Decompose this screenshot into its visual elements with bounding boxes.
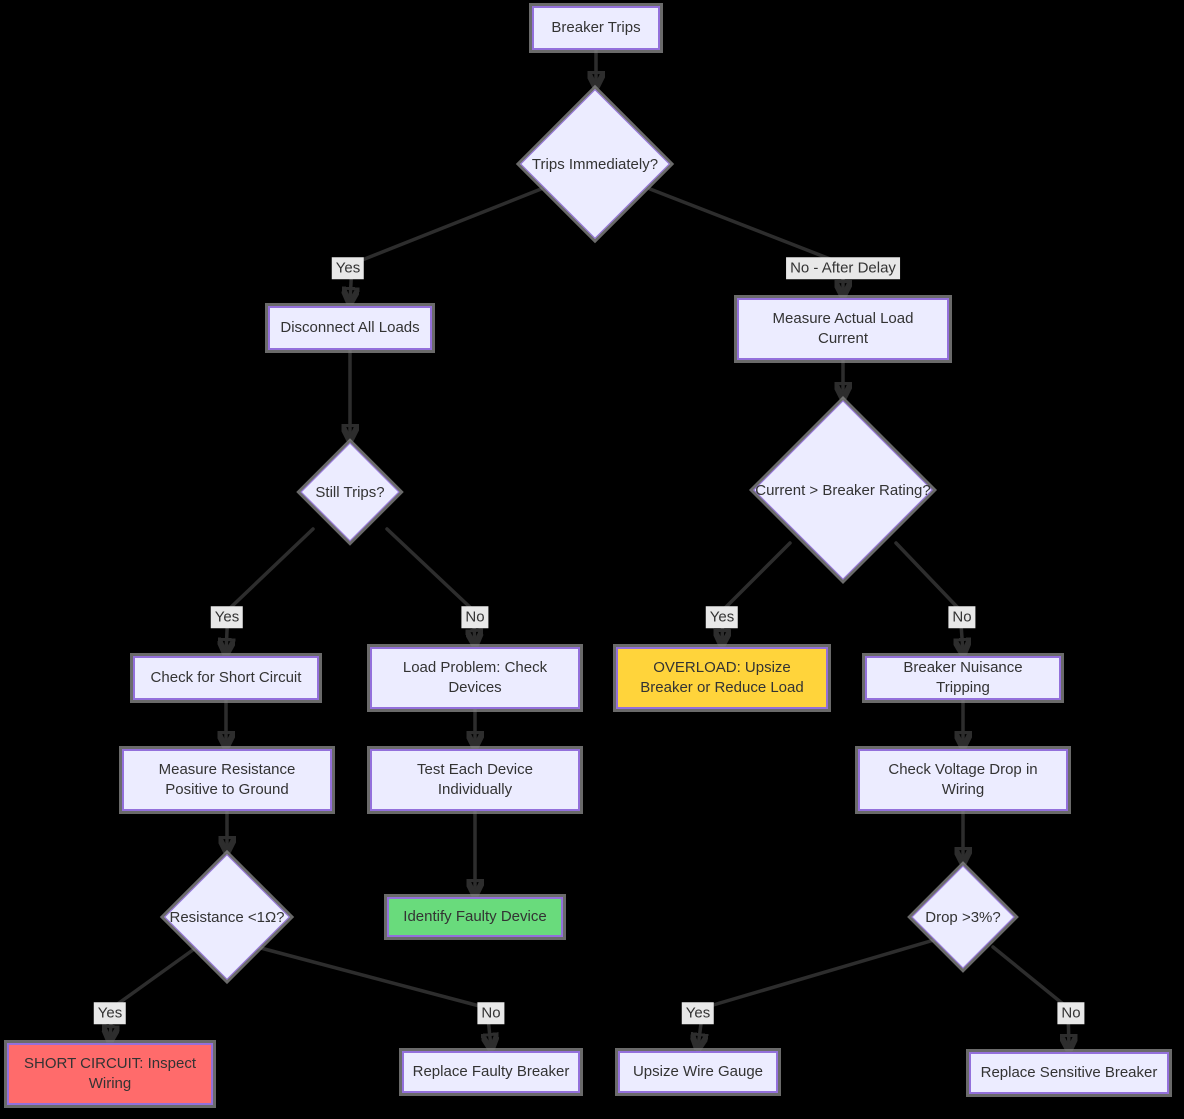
node-short-circuit-inspect-wiring: SHORT CIRCUIT: Inspect Wiring [7,1043,213,1105]
edge-trips-yes [350,187,543,301]
node-label: Identify Faulty Device [403,907,547,925]
node-current-greater-than-breaker-rating: Current > Breaker Rating? [753,400,933,580]
edge-label-resistance-yes: Yes [93,1002,127,1024]
node-upsize-wire-gauge: Upsize Wire Gauge [618,1051,778,1093]
node-overload-upsize-breaker: OVERLOAD: Upsize Breaker or Reduce Load [616,647,828,709]
edge-label-still-no: No [461,606,489,628]
edge-drop-yes [698,938,936,1047]
node-test-each-device-individually: Test Each Device Individually [370,749,580,811]
node-check-for-short-circuit: Check for Short Circuit [133,656,319,700]
edge-label-trips-yes: Yes [331,257,365,279]
edge-still-yes [226,527,315,652]
node-label: Replace Faulty Breaker [412,1062,570,1080]
node-label: OVERLOAD: Upsize Breaker or Reduce Load [640,658,804,696]
node-label: Test Each Device Individually [417,760,533,798]
node-replace-faulty-breaker: Replace Faulty Breaker [402,1051,580,1093]
edge-label-drop-yes: Yes [681,1002,715,1024]
node-label: Breaker Trips [551,18,641,36]
node-breaker-nuisance-tripping: Breaker Nuisance Tripping [865,656,1061,700]
node-resistance-less-than-1-ohm: Resistance <1Ω? [164,854,290,980]
edge-label-rating-yes: Yes [705,606,739,628]
node-breaker-trips: Breaker Trips [532,6,660,50]
node-label: Current > Breaker Rating? [755,481,931,499]
edge-label-drop-no: No [1057,1002,1085,1024]
node-label: Measure Actual Load Current [772,309,914,347]
edge-label-rating-no: No [948,606,976,628]
node-measure-actual-load-current: Measure Actual Load Current [737,298,949,360]
node-replace-sensitive-breaker: Replace Sensitive Breaker [969,1052,1169,1094]
edge-label-resistance-no: No [477,1002,505,1024]
node-label: Replace Sensitive Breaker [980,1063,1158,1081]
node-disconnect-all-loads: Disconnect All Loads [268,306,432,350]
node-check-voltage-drop-in-wiring: Check Voltage Drop in Wiring [858,749,1068,811]
node-label: Upsize Wire Gauge [632,1062,764,1080]
edge-resistance-no [255,945,491,1047]
node-label: Check Voltage Drop in Wiring [888,760,1038,798]
node-label: SHORT CIRCUIT: Inspect Wiring [24,1054,196,1092]
node-label: Check for Short Circuit [150,668,302,686]
node-label: Trips Immediately? [531,155,659,173]
edge-label-still-yes: Yes [210,606,244,628]
node-load-problem-check-devices: Load Problem: Check Devices [370,647,580,709]
node-trips-immediately: Trips Immediately? [520,89,670,239]
node-label: Breaker Nuisance Tripping [903,658,1023,696]
node-label: Load Problem: Check Devices [402,658,548,696]
node-measure-resistance-positive-to-ground: Measure Resistance Positive to Ground [122,749,332,811]
node-label: Resistance <1Ω? [169,908,285,926]
node-drop-greater-than-3-percent: Drop >3%? [911,865,1015,969]
node-label: Measure Resistance Positive to Ground [158,760,296,798]
node-label: Drop >3%? [925,908,1001,926]
node-label: Still Trips? [315,483,385,501]
edge-label-trips-no-after-delay: No - After Delay [786,257,900,279]
node-identify-faulty-device: Identify Faulty Device [387,897,563,937]
node-still-trips: Still Trips? [300,442,400,542]
node-label: Disconnect All Loads [280,318,420,336]
